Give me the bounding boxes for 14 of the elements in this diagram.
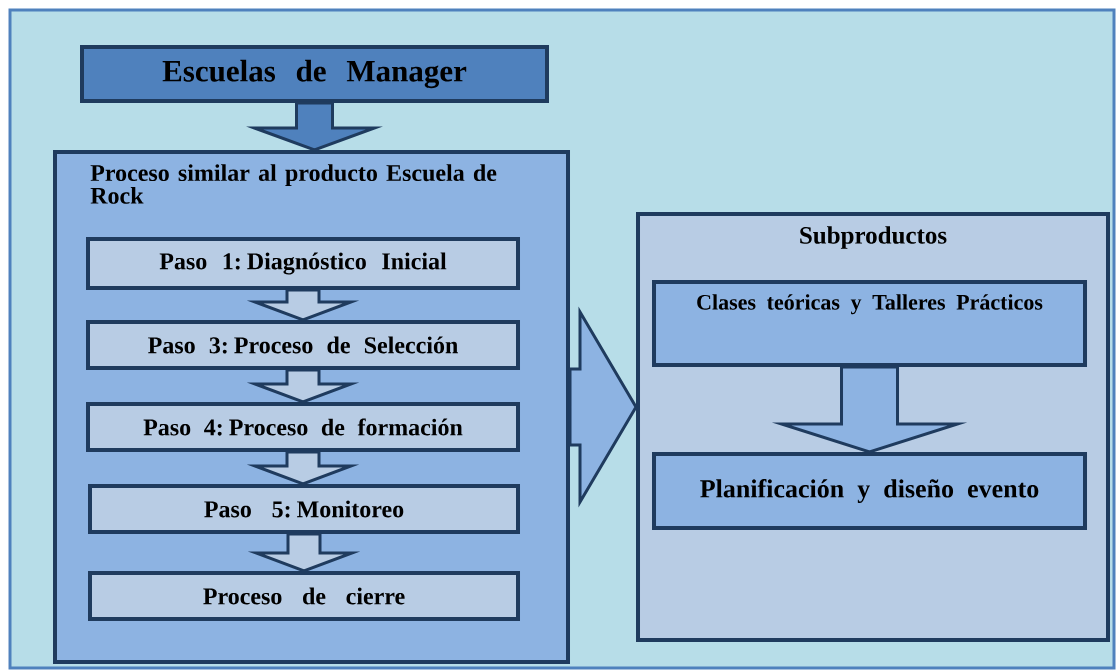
title-box: Escuelas de Manager: [80, 45, 549, 103]
block-arrow: [246, 450, 360, 486]
step-box: Paso 4: Proceso de formación: [86, 402, 520, 452]
block-arrow: [246, 101, 383, 152]
block-arrow: [568, 306, 638, 508]
block-arrow: [246, 368, 360, 404]
step-box: Planificación y diseño evento: [652, 452, 1087, 530]
step-box: Clases teóricas y Talleres Prácticos: [652, 280, 1087, 367]
step-box: Paso 5: Monitoreo: [88, 484, 520, 534]
step-box: Paso 1: Diagnóstico Inicial: [86, 237, 520, 290]
step-box: Paso 3: Proceso de Selección: [86, 320, 520, 370]
block-arrow: [246, 288, 360, 322]
block-arrow: [247, 532, 361, 573]
step-box: Proceso de cierre: [88, 571, 520, 621]
